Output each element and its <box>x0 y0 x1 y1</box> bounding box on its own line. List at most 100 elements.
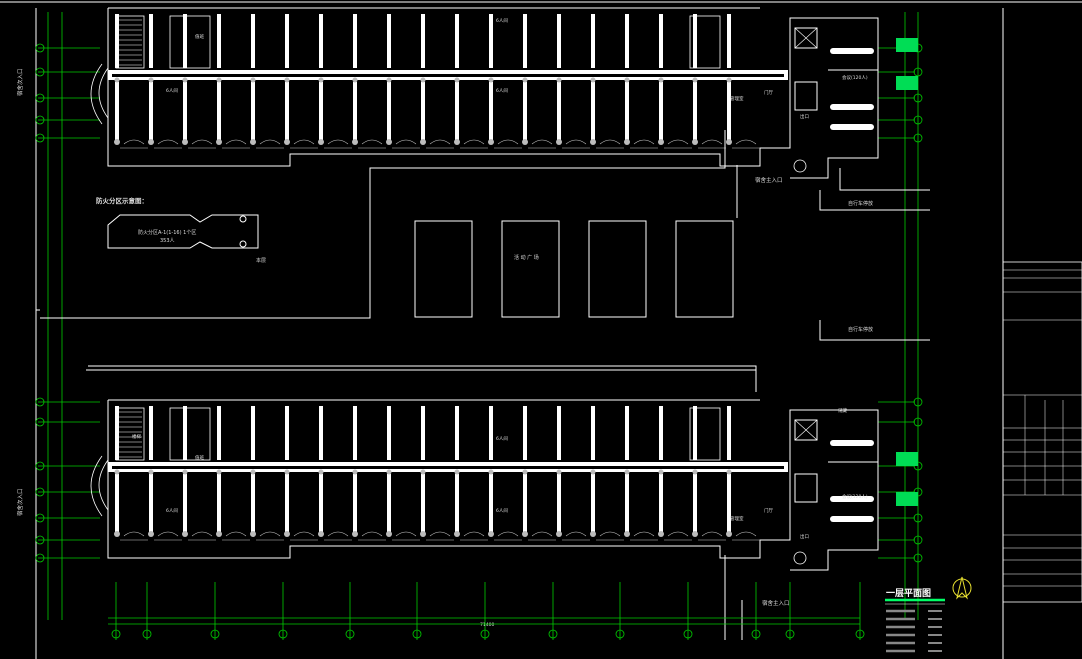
partition-wall <box>217 14 221 68</box>
door-swing <box>225 139 247 145</box>
door-swing <box>225 531 247 537</box>
drawing-title-text: 一层平面图 <box>886 588 931 599</box>
axis-bubble <box>615 629 625 639</box>
axis-bubble <box>35 487 45 497</box>
room-label: 6人间 <box>166 507 178 514</box>
door-swing <box>565 531 587 537</box>
axis-bubble <box>111 629 121 639</box>
partition-wall <box>183 14 187 68</box>
column <box>148 469 154 475</box>
partition-wall <box>387 406 391 460</box>
overall-dimension: 71400 <box>480 622 494 628</box>
column <box>488 139 494 145</box>
column <box>216 139 222 145</box>
column <box>522 77 528 83</box>
axis-bubble <box>913 513 923 523</box>
parking-slot <box>675 220 734 318</box>
partition-wall <box>489 406 493 460</box>
column <box>148 77 154 83</box>
axis-bubble <box>412 629 422 639</box>
column <box>624 469 630 475</box>
partition-wall <box>149 82 153 142</box>
partition-wall <box>591 14 595 68</box>
axis-bubble <box>35 461 45 471</box>
axis-bubble <box>35 115 45 125</box>
stair <box>794 81 818 111</box>
washroom <box>169 15 211 69</box>
partition-wall <box>523 82 527 142</box>
partition-wall <box>557 406 561 460</box>
elevator <box>794 27 818 49</box>
partition-wall <box>387 82 391 142</box>
door-swing <box>429 531 451 537</box>
partition-wall <box>591 474 595 534</box>
door-swing <box>463 139 485 145</box>
axis-bubble <box>913 417 923 427</box>
axis-bubble <box>35 553 45 563</box>
column <box>318 531 324 537</box>
partition-wall <box>115 82 119 142</box>
stair <box>794 473 818 503</box>
door-swing <box>123 531 145 537</box>
column <box>250 531 256 537</box>
side-entry-label: 宿舍次入口 <box>16 488 24 516</box>
dimension-chain <box>108 617 860 625</box>
column <box>284 469 290 475</box>
column <box>522 469 528 475</box>
partition-wall <box>693 406 697 460</box>
door-swing <box>633 531 655 537</box>
axis-bubble <box>35 417 45 427</box>
partition-wall <box>319 474 323 534</box>
partition-wall <box>557 474 561 534</box>
column <box>114 469 120 475</box>
partition-wall <box>251 406 255 460</box>
room-label: 6人间 <box>496 507 508 514</box>
column <box>726 77 732 83</box>
partition-wall <box>455 474 459 534</box>
partition-wall <box>727 474 731 534</box>
axis-bubble <box>35 43 45 53</box>
column <box>284 531 290 537</box>
bench <box>830 516 874 522</box>
highlight-symbol <box>896 76 918 90</box>
partition-wall <box>319 82 323 142</box>
entry-ramp <box>98 459 109 511</box>
column <box>658 139 664 145</box>
duty-label: 值班 <box>195 33 204 40</box>
axis-bubble <box>751 629 761 639</box>
bench <box>830 496 874 502</box>
corridor-line <box>112 466 784 469</box>
column <box>420 139 426 145</box>
axis-bubble <box>548 629 558 639</box>
column <box>250 77 256 83</box>
door-swing <box>599 531 621 537</box>
column <box>692 531 698 537</box>
south-dormitory-block[interactable] <box>90 399 879 571</box>
partition-wall <box>319 14 323 68</box>
partition-wall <box>455 14 459 68</box>
partition-wall <box>659 82 663 142</box>
partition-wall <box>727 14 731 68</box>
column <box>590 139 596 145</box>
room-label: 6人间 <box>496 17 508 24</box>
column <box>454 531 460 537</box>
highlight-symbol <box>896 492 918 506</box>
partition-wall <box>421 14 425 68</box>
partition-wall <box>285 406 289 460</box>
partition-wall <box>319 406 323 460</box>
column <box>522 139 528 145</box>
column <box>386 139 392 145</box>
column <box>624 531 630 537</box>
title-block <box>1002 261 1082 603</box>
partition-wall <box>353 474 357 534</box>
site-features <box>36 130 930 640</box>
column <box>284 77 290 83</box>
partition-wall <box>387 14 391 68</box>
partition-wall <box>183 474 187 534</box>
side-entry-label: 宿舍次入口 <box>16 68 24 96</box>
north-dormitory-block[interactable] <box>90 7 879 179</box>
lobby-label: 门厅 <box>764 507 773 514</box>
door-swing <box>157 139 179 145</box>
